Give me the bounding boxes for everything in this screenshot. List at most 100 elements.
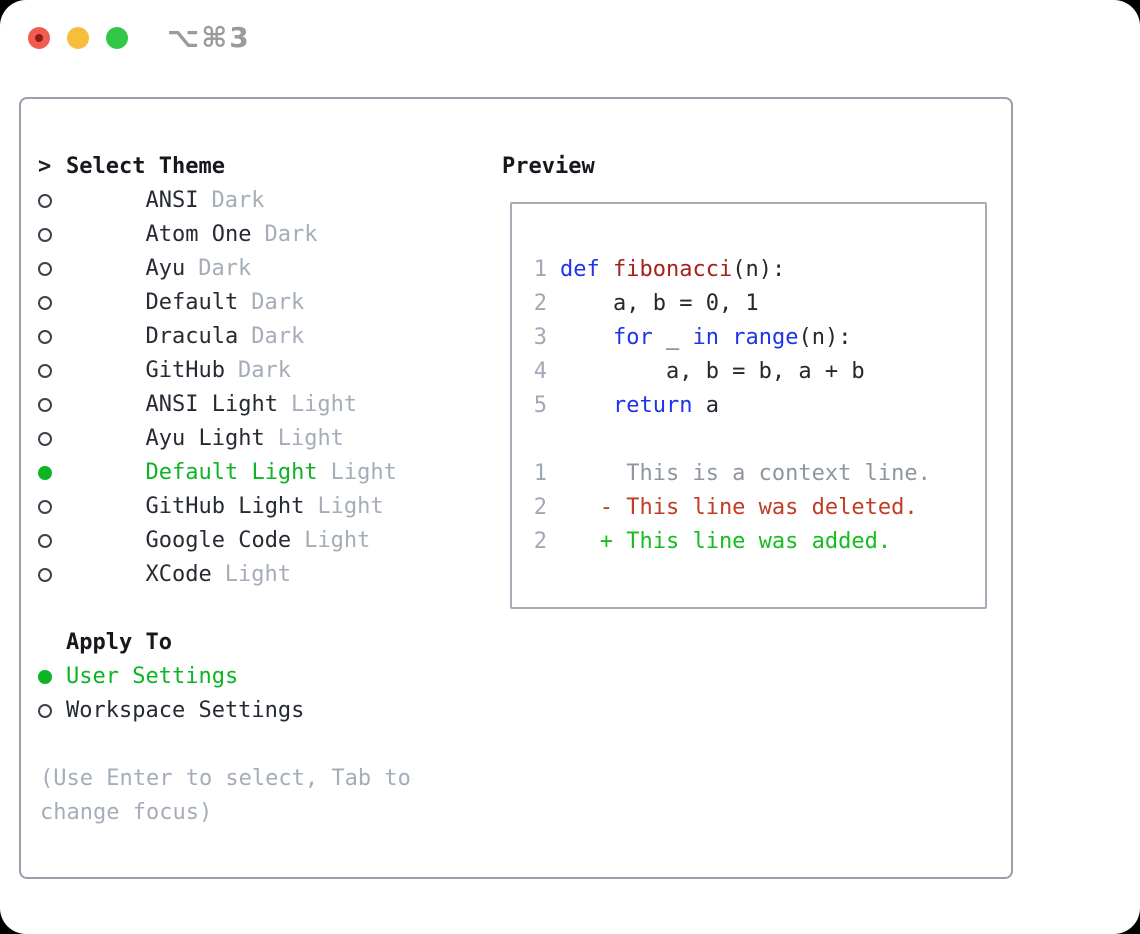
code-token: a, b = b, a + b [560, 359, 865, 384]
theme-option[interactable]: Ayu Dark [38, 252, 397, 286]
theme-variant-tag: Dark [264, 222, 318, 247]
theme-option[interactable]: Ayu Light Light [38, 422, 397, 456]
theme-name: ANSI Light [145, 392, 278, 417]
code-line: 4 a, b = b, a + b [533, 355, 985, 389]
line-number: 3 [533, 325, 547, 350]
code-token: (n): [732, 257, 786, 282]
line-number: 2 [533, 291, 547, 316]
code-token: in [692, 325, 719, 350]
apply-to-option-label: Workspace Settings [66, 698, 305, 723]
theme-option[interactable]: ANSI Dark [38, 184, 397, 218]
apply-to-header-row: Apply To [38, 626, 304, 660]
diff-line: 1 This is a context line. [533, 457, 985, 491]
code-line: 3 for _ in range(n): [533, 321, 985, 355]
theme-variant-tag: Dark [211, 188, 265, 213]
code-token [560, 393, 613, 418]
preview-blank-line [533, 423, 985, 457]
radio-icon [38, 568, 52, 582]
theme-name: Ayu Light [145, 426, 265, 451]
radio-icon [38, 296, 52, 310]
apply-to-header: Apply To [66, 630, 172, 655]
theme-name: Ayu [145, 256, 186, 281]
radio-icon [38, 704, 52, 718]
diff-line: 2 - This line was deleted. [533, 491, 985, 525]
code-token: fibonacci [613, 257, 733, 282]
diff-text: - This line was deleted. [560, 495, 918, 520]
apply-to-option[interactable]: Workspace Settings [38, 694, 304, 728]
preview-header: Preview [502, 154, 595, 179]
theme-name: ANSI [145, 188, 199, 213]
titlebar: ⌥⌘3 [0, 0, 1140, 76]
theme-name: Dracula [145, 324, 239, 349]
code-token [719, 325, 732, 350]
radio-icon [38, 228, 52, 242]
radio-icon [38, 398, 52, 412]
diff-text: + This line was added. [560, 529, 892, 554]
line-number: 4 [533, 359, 547, 384]
theme-variant-tag: Light [304, 528, 371, 553]
select-theme-header: Select Theme [66, 154, 225, 179]
line-number: 1 [533, 461, 547, 486]
theme-name: GitHub Light [145, 494, 305, 519]
theme-name: Google Code [145, 528, 292, 553]
code-token: (n): [798, 325, 852, 350]
code-line: 1 def fibonacci(n): [533, 253, 985, 287]
close-button[interactable] [28, 27, 50, 49]
theme-name: Atom One [145, 222, 252, 247]
apply-to-options-list: User Settings Workspace Settings [38, 660, 304, 728]
theme-name: GitHub [145, 358, 225, 383]
preview-pane: 1 def fibonacci(n): 2 a, b = 0, 1 3 for … [510, 202, 987, 609]
theme-name: XCode [145, 562, 212, 587]
radio-icon [38, 500, 52, 514]
code-token: range [732, 325, 799, 350]
theme-variant-tag: Light [224, 562, 291, 587]
code-token: return [612, 393, 693, 418]
radio-icon [38, 194, 52, 208]
code-token: a, b = 0, 1 [560, 291, 759, 316]
maximize-button[interactable] [106, 27, 128, 49]
theme-variant-tag: Dark [198, 256, 252, 281]
theme-option[interactable]: Google Code Light [38, 524, 397, 558]
select-theme-header-row: > Select Theme [38, 150, 397, 184]
apply-to-section: Apply To User Settings Workspace Setting… [38, 626, 304, 728]
radio-icon [38, 364, 52, 378]
theme-variant-tag: Light [277, 426, 344, 451]
code-line: 5 return a [533, 389, 985, 423]
apply-to-option[interactable]: User Settings [38, 660, 304, 694]
theme-option[interactable]: XCode Light [38, 558, 397, 592]
help-text: (Use Enter to select, Tab to change focu… [40, 766, 411, 825]
theme-name: Default [145, 290, 239, 315]
minimize-button[interactable] [67, 27, 89, 49]
theme-option[interactable]: Atom One Dark [38, 218, 397, 252]
window-title-shortcut: ⌥⌘3 [167, 21, 251, 54]
theme-option[interactable]: Default Light Light [38, 456, 397, 490]
theme-variant-tag: Light [290, 392, 358, 417]
theme-variant-tag: Dark [251, 324, 305, 349]
code-text: def fibonacci(n): [560, 253, 785, 287]
code-token: a [692, 393, 719, 418]
theme-variant-tag: Light [330, 460, 397, 485]
radio-icon [38, 466, 52, 480]
code-token: for [612, 325, 653, 350]
theme-option[interactable]: Dracula Dark [38, 320, 397, 354]
line-number: 2 [533, 529, 547, 554]
radio-icon [38, 262, 52, 276]
code-token [560, 325, 613, 350]
theme-option[interactable]: ANSI Light Light [38, 388, 397, 422]
line-number: 1 [533, 257, 547, 282]
theme-name: Default Light [145, 460, 318, 485]
radio-icon [38, 432, 52, 446]
apply-to-option-label: User Settings [66, 664, 239, 689]
prompt-caret-icon: > [38, 154, 52, 179]
radio-icon [38, 534, 52, 548]
code-token [600, 257, 613, 282]
diff-line: 2 + This line was added. [533, 525, 985, 559]
code-text: a, b = 0, 1 [560, 287, 759, 321]
